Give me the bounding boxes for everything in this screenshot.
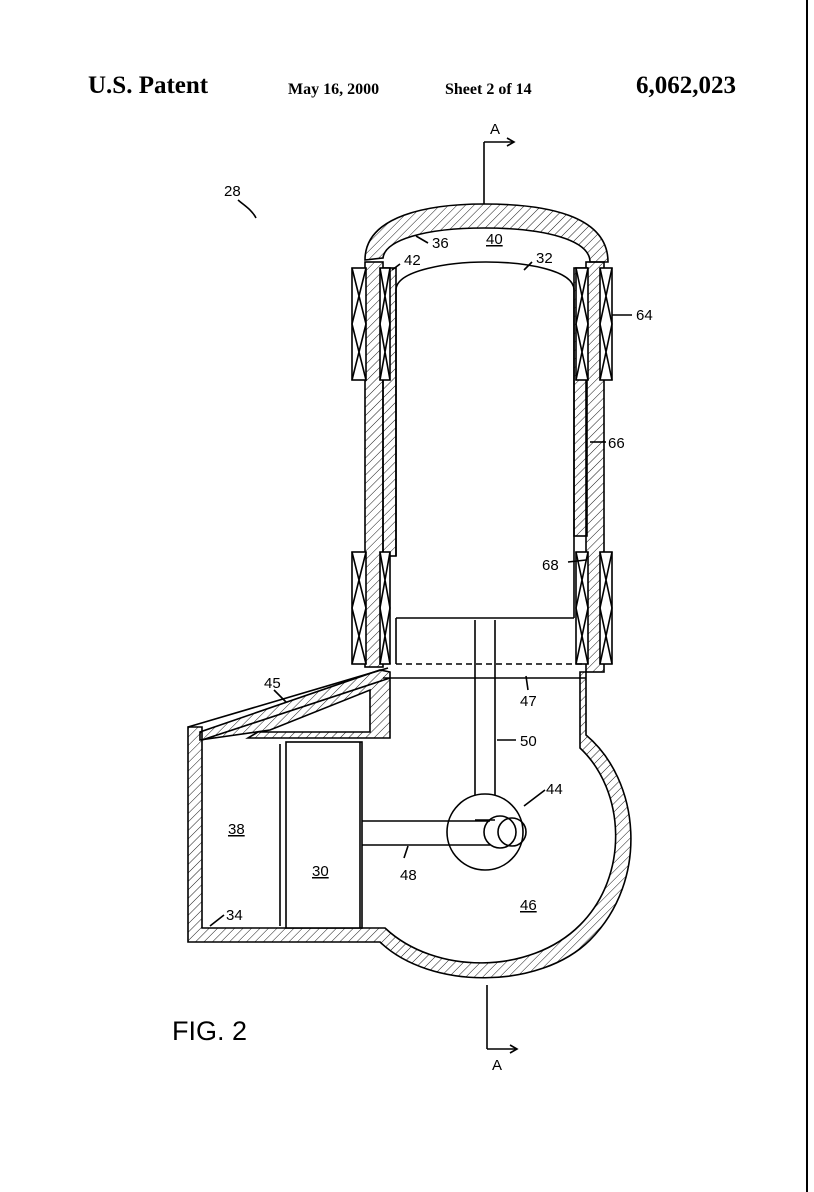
chamber-30 [286,742,362,928]
label-50: 50 [520,733,537,750]
label-45: 45 [264,675,281,692]
label-68: 68 [542,557,559,574]
label-34: 34 [226,907,243,924]
section-arrow-bottom [487,985,517,1053]
leader-34 [210,915,224,926]
leader-28 [238,200,256,218]
leader-36 [416,236,428,243]
crank-disk-44 [447,794,523,870]
section-arrow-top [484,138,514,204]
figure-caption: FIG. 2 [172,1016,247,1046]
label-47: 47 [520,693,537,710]
label-30: 30 [312,863,329,880]
transfer-passage-45 [200,670,390,740]
label-44: 44 [546,781,563,798]
label-38: 38 [228,821,245,838]
section-label-top: A [490,121,500,138]
label-46: 46 [520,897,537,914]
label-40: 40 [486,231,503,248]
leader-44 [524,790,545,806]
label-36: 36 [432,235,449,252]
label-32: 32 [536,250,553,267]
label-28: 28 [224,183,241,200]
leader-48 [404,846,408,858]
section-label-bottom: A [492,1057,502,1074]
label-64: 64 [636,307,653,324]
label-42: 42 [404,252,421,269]
label-48: 48 [400,867,417,884]
label-66: 66 [608,435,625,452]
